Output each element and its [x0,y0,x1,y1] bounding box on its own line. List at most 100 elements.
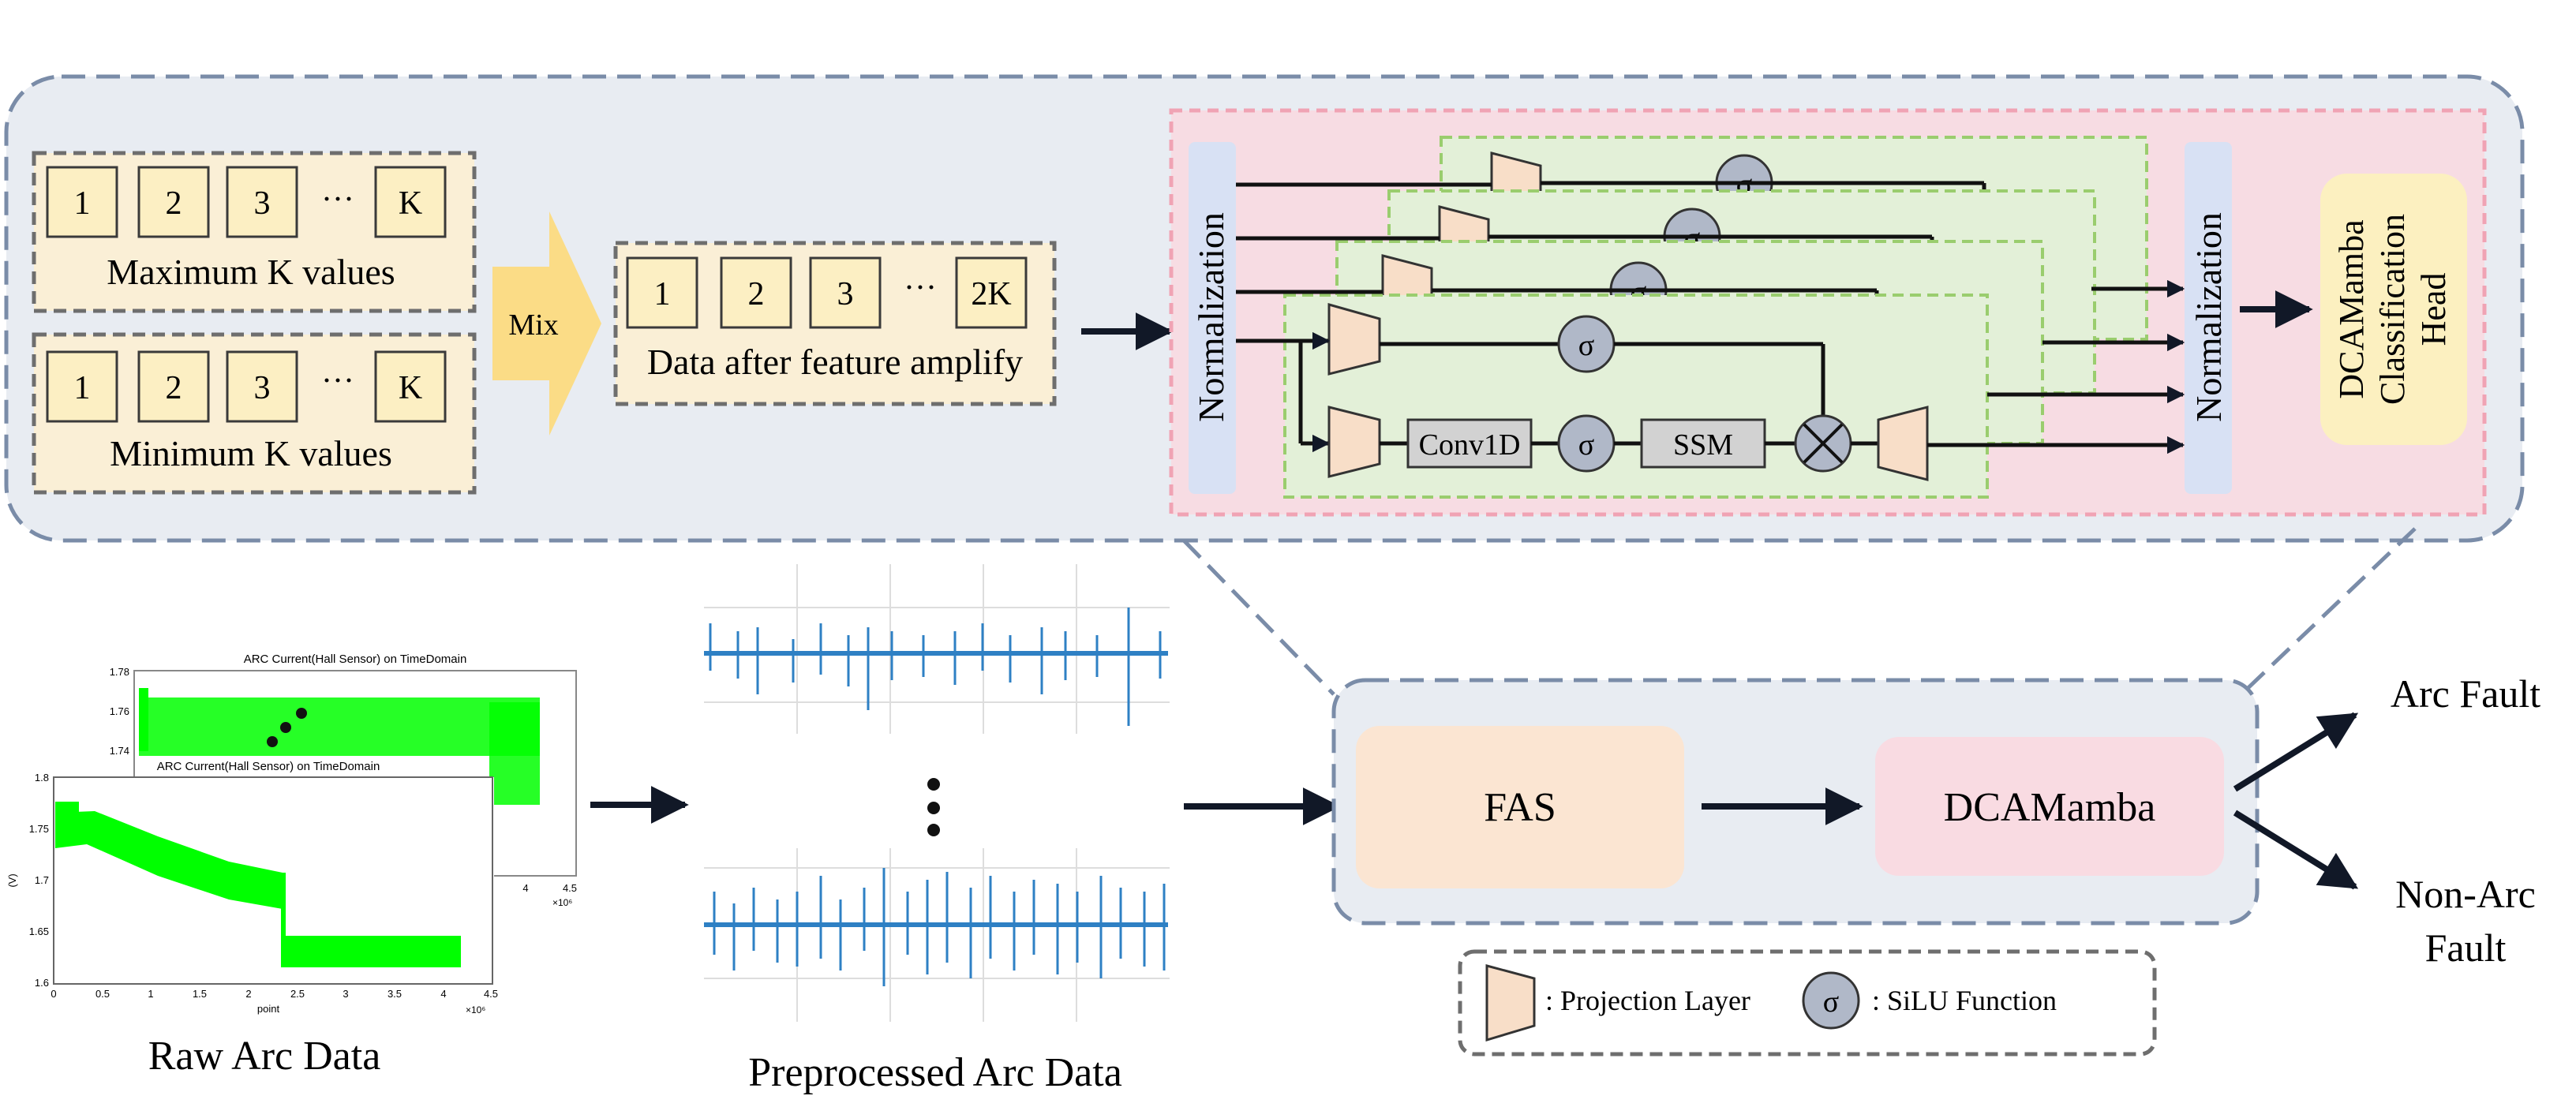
amplified-group: 1 2 3 ··· 2K Data after feature amplify [613,241,1057,406]
head-line-3: Head [2414,273,2453,346]
projection-layer [1327,303,1381,376]
plot-back-xtick: 4 [522,882,528,894]
layer-front: σ Conv1D σ SSM [1283,294,1989,499]
legend-silu-label: : SiLU Function [1872,985,2057,1016]
arrow-to-arc-fault [2233,712,2359,792]
plot-back-ytick: 1.76 [110,705,129,717]
silu-sigma: σ [1578,428,1594,462]
legend-silu-icon [1802,971,1860,1030]
plot-front-xtick: 4.5 [484,988,498,1000]
plot-front-ytick: 1.7 [35,874,49,886]
max-cell-label: 3 [254,185,271,222]
layer-box [1283,294,1989,499]
pre-plot-bottom-bg [704,848,1170,1022]
amp-ellipsis: ··· [904,270,937,306]
amp-cell [955,256,1028,329]
fas-block [1356,726,1684,888]
min-cell-label: 1 [74,370,91,406]
amp-cell [809,256,882,329]
legend-projection-icon [1485,964,1536,1042]
zoom-line-left [1182,539,1335,696]
pre-caption: Preprocessed Arc Data [748,1050,1122,1095]
plot-front-xtick: 0.5 [95,988,110,1000]
min-cell [137,350,210,423]
min-k-label: Minimum K values [110,433,392,473]
pre-plot-top-spikes [709,608,1162,726]
amp-cell-label: 2 [748,276,765,312]
plot-front-signal-peak [55,802,79,825]
vertical-ellipsis-dot [927,778,940,791]
min-cell [374,350,447,423]
plot-front-xlabel: point [257,1003,280,1015]
plot-front-xtick: 2.5 [290,988,305,1000]
vertical-ellipsis-dot [927,824,940,836]
projection-layer [1877,406,1929,481]
amplified-label: Data after feature amplify [647,342,1023,382]
legend-projection-label: : Projection Layer [1545,985,1750,1016]
max-k-label: Maximum K values [107,252,395,292]
plot-front-xtick: 1.5 [193,988,207,1000]
pre-plot-top [704,564,1170,734]
plot-front-ylabel: (V) [6,873,18,887]
vertical-ellipsis-dot [927,802,940,814]
min-cell [226,350,298,423]
plot-back-exp: ×10⁶ [552,897,572,908]
non-arc-fault-label-2: Fault [2425,926,2507,970]
plot-front-xtick: 0 [51,988,56,1000]
plot-front-xtick: 2 [245,988,251,1000]
plot-back-xtick: 4.5 [563,882,577,894]
min-cell-label: 2 [166,370,182,406]
pre-plot-bottom-spikes [713,868,1166,986]
dcamamba-label: DCAMamba [1944,785,2156,830]
max-cell-label: 2 [166,185,182,222]
plot-front-ytick: 1.6 [35,977,49,989]
max-cell [374,166,447,238]
plot-front-xtick: 4 [440,988,446,1000]
classification-head [2320,174,2467,445]
plot-front-ytick: 1.65 [29,926,49,937]
mix-label: Mix [508,309,558,342]
plot-back-signal-tail [489,702,540,805]
plot-front-xtick: 3.5 [388,988,402,1000]
amp-cell-label: 3 [837,276,854,312]
dcamamba-block [1875,737,2224,876]
amp-cell [720,256,792,329]
stack-dot [267,736,278,747]
plot-back-title: ARC Current(Hall Sensor) on TimeDomain [244,653,467,666]
zoom-line-right [2240,527,2417,696]
plot-front-exp: ×10⁶ [466,1004,485,1015]
norm-right-bar [2185,142,2232,494]
max-k-group: 1 2 3 ··· K Maximum K values [32,151,477,313]
plot-front-xtick: 1 [148,988,153,1000]
amp-cell-label: 1 [654,276,671,312]
legend-silu-sigma: σ [1823,985,1839,1019]
pre-plot-top-grid [704,564,1170,734]
max-cell [226,166,298,238]
amp-cell [626,256,698,329]
plot-back-ytick: 1.74 [110,745,129,757]
max-cell-label: 1 [74,185,91,222]
stack-dot [280,722,291,733]
min-k-group: 1 2 3 ··· K Minimum K values [32,332,477,495]
plot-back-signal [139,697,540,756]
mix-arrow-shape [492,211,601,436]
arc-fault-label: Arc Fault [2391,671,2540,716]
norm-left-label: Normalization [1191,212,1231,422]
plot-front-signal-drop [281,873,286,967]
mix-arrow: Mix [492,211,601,436]
plot-front-signal-high [55,811,283,909]
pre-plot-bottom [704,848,1170,1022]
min-cell-label: 3 [254,370,271,406]
head-line-1: DCAMamba [2332,219,2371,398]
max-cell [137,166,210,238]
raw-caption: Raw Arc Data [148,1034,381,1079]
head-line-2: Classification [2373,214,2412,405]
plot-front-title: ARC Current(Hall Sensor) on TimeDomain [157,760,380,773]
conv1d-label: Conv1D [1419,428,1521,462]
fas-label: FAS [1484,785,1556,830]
plot-front-ytick: 1.8 [35,772,49,784]
ssm-label: SSM [1673,428,1733,462]
norm-left-bar [1189,142,1236,494]
plot-back-ytick: 1.78 [110,666,129,678]
min-cell [46,350,118,423]
